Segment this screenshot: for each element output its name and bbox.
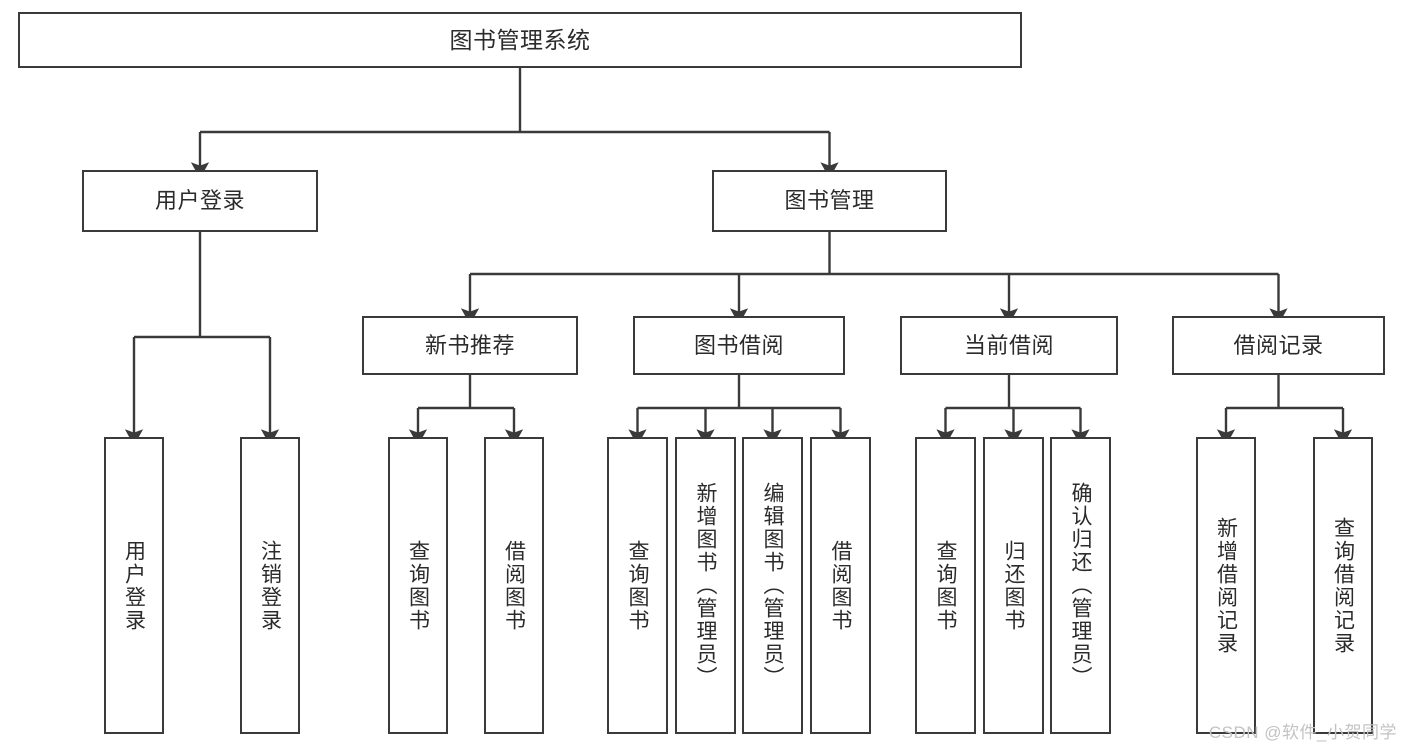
- node-leaf-logout[interactable]: 注销登录: [240, 437, 300, 734]
- node-label-leaf-return-book: 归还图书: [1002, 539, 1026, 632]
- edge-group: [124, 68, 1353, 446]
- node-label-leaf-confirm-return: 确认归还（管理员）: [1069, 482, 1093, 689]
- node-leaf-user-login[interactable]: 用户登录: [104, 437, 164, 734]
- node-label-leaf-query-borrow-record: 查询借阅记录: [1331, 516, 1355, 655]
- node-root[interactable]: 图书管理系统: [18, 12, 1022, 68]
- node-label-leaf-logout: 注销登录: [258, 539, 282, 632]
- node-leaf-query-book-recommend[interactable]: 查询图书: [388, 437, 448, 734]
- node-label-leaf-borrow-book-recommend: 借阅图书: [502, 539, 526, 632]
- node-borrow-record[interactable]: 借阅记录: [1172, 316, 1385, 375]
- node-user-login[interactable]: 用户登录: [82, 170, 318, 232]
- node-leaf-query-book-borrow[interactable]: 查询图书: [607, 437, 668, 734]
- node-leaf-add-book[interactable]: 新增图书（管理员）: [675, 437, 736, 734]
- node-new-book-recommend[interactable]: 新书推荐: [362, 316, 578, 375]
- node-book-management[interactable]: 图书管理: [712, 170, 947, 232]
- node-label-leaf-query-book-current: 查询图书: [934, 539, 958, 632]
- node-leaf-edit-book[interactable]: 编辑图书（管理员）: [742, 437, 803, 734]
- node-leaf-borrow-book[interactable]: 借阅图书: [810, 437, 871, 734]
- node-leaf-query-borrow-record[interactable]: 查询借阅记录: [1313, 437, 1373, 734]
- node-leaf-borrow-book-recommend[interactable]: 借阅图书: [484, 437, 544, 734]
- node-label-leaf-edit-book: 编辑图书（管理员）: [761, 482, 785, 689]
- node-leaf-query-book-current[interactable]: 查询图书: [915, 437, 976, 734]
- node-label-leaf-query-book-borrow: 查询图书: [626, 539, 650, 632]
- node-label-book-borrow: 图书借阅: [693, 332, 784, 358]
- node-label-current-borrow: 当前借阅: [963, 332, 1054, 358]
- node-label-new-book-recommend: 新书推荐: [424, 332, 515, 358]
- node-label-leaf-add-borrow-record: 新增借阅记录: [1214, 516, 1238, 655]
- node-label-leaf-query-book-recommend: 查询图书: [406, 539, 430, 632]
- node-label-book-management: 图书管理: [784, 188, 875, 214]
- csdn-watermark: CSDN @软件_小贺同学: [1208, 723, 1397, 742]
- node-label-leaf-add-book: 新增图书（管理员）: [694, 482, 718, 689]
- node-leaf-add-borrow-record[interactable]: 新增借阅记录: [1196, 437, 1256, 734]
- node-leaf-confirm-return[interactable]: 确认归还（管理员）: [1050, 437, 1111, 734]
- node-label-leaf-user-login: 用户登录: [122, 539, 146, 632]
- node-label-leaf-borrow-book: 借阅图书: [829, 539, 853, 632]
- node-leaf-return-book[interactable]: 归还图书: [983, 437, 1044, 734]
- node-book-borrow[interactable]: 图书借阅: [633, 316, 845, 375]
- node-label-user-login: 用户登录: [154, 188, 245, 214]
- node-current-borrow[interactable]: 当前借阅: [900, 316, 1118, 375]
- node-label-root: 图书管理系统: [449, 26, 591, 53]
- node-label-borrow-record: 借阅记录: [1233, 332, 1324, 358]
